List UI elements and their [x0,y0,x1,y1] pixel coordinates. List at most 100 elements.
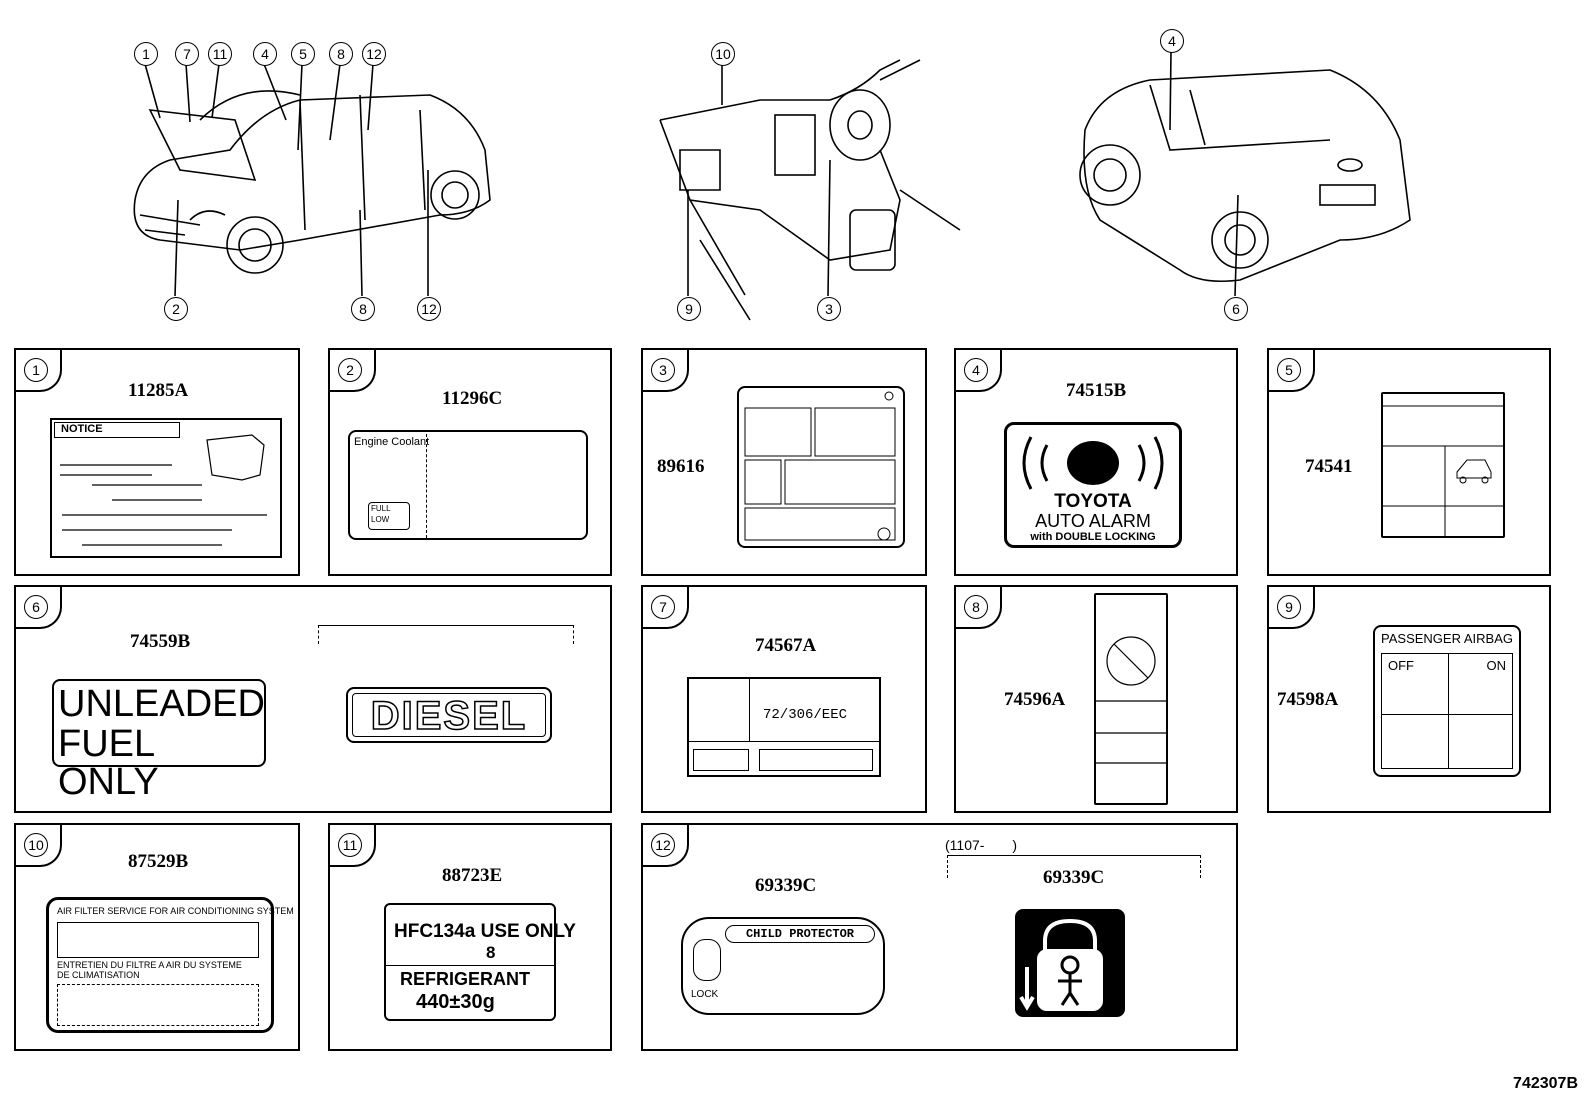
unleaded-fuel-label: UNLEADED FUEL ONLY [52,679,266,801]
panel-8: 8 74596A [954,585,1238,813]
part-number: 11285A [128,380,189,401]
emission-text: 72/306/EEC [763,707,848,723]
callout-11: 11 [208,42,232,66]
no-rear-facing-seat-icon [1096,636,1166,764]
panel-number: 3 [651,358,675,382]
callout-1: 1 [134,42,158,66]
panel-7: 7 74567A 72/306/EEC [641,585,927,813]
panel-number: 10 [24,833,48,857]
panel-11: 11 88723E HFC134a USE ONLY 8 REFRIGERANT… [328,823,612,1051]
panel-number: 6 [24,595,48,619]
production-range: (1107- ) [945,837,1018,853]
panel-number: 11 [338,833,362,857]
child-lock-icon [1015,909,1125,1017]
interior-dashboard-drawing [659,59,961,321]
airbag-sunvisor-label [1094,593,1168,805]
airbag-warning-label [737,386,905,548]
callout-4: 4 [253,42,277,66]
rear-car-drawing [1079,69,1411,283]
panel-12: 12 69339C (1107- ) 69339C CHILD PROTECTO… [641,823,1238,1051]
panel-number: 7 [651,595,675,619]
notice-heading: NOTICE [54,422,180,438]
part-number-2: 69339C [1043,867,1105,888]
air-filter-label: AIR FILTER SERVICE FOR AIR CONDITIONING … [46,897,294,1033]
part-number: 74515B [1066,380,1127,401]
part-number: 87529B [128,851,189,872]
callout-8b: 8 [351,297,375,321]
callout-10: 10 [711,42,735,66]
panel-9: 9 74598A PASSENGER AIRBAG OFF ON [1267,585,1551,813]
loading-info-graphics [1383,405,1503,536]
notice-graphics [60,434,267,546]
child-protector-label: CHILD PROTECTOR LOCK [681,917,885,1015]
panel-5: 5 74541 [1267,348,1551,576]
auto-alarm-label: TOYOTA AUTO ALARM with DOUBLE LOCKING [1004,422,1182,548]
airbag-off: OFF [1388,658,1414,673]
diesel-label: DIESEL [346,687,552,743]
part-number: 74541 [1305,456,1353,477]
callout-12b: 12 [417,297,441,321]
passenger-airbag-label: PASSENGER AIRBAG OFF ON [1373,625,1521,777]
alarm-line3: with DOUBLE LOCKING [1030,531,1156,543]
vehicle-overview-illustration [133,51,1411,321]
airbag-on: ON [1486,658,1507,673]
unleaded-line1: UNLEADED [58,683,265,725]
panel-number: 2 [338,358,362,382]
lock-text: LOCK [691,989,719,1000]
unleaded-line2: FUEL ONLY [58,723,159,803]
filter-line3: DE CLIMATISATION [57,970,140,980]
low-mark: LOW [371,515,390,524]
coolant-title: Engine Coolant [354,436,430,448]
panel-3: 3 89616 [641,348,927,576]
alarm-siren-icon [1022,436,1164,490]
refrigerant-line2: 8 [486,943,496,962]
callout-8: 8 [329,42,353,66]
callout-6: 6 [1224,297,1248,321]
panel-4: 4 74515B TOYOTA AUTO ALARM with DOUBLE L… [954,348,1238,576]
panel-number: 5 [1277,358,1301,382]
refrigerant-label: HFC134a USE ONLY 8 REFRIGERANT 440±30g [384,903,576,1021]
part-number: 74559B [130,631,191,652]
panel-number: 8 [964,595,988,619]
part-number: 88723E [442,865,503,886]
panel-2: 2 11296C Engine Coolant FULL LOW [328,348,612,576]
part-number: 89616 [657,456,705,477]
refrigerant-line4: 440±30g [416,991,495,1013]
part-number: 74567A [755,635,817,656]
part-number: 11296C [442,388,503,409]
panel-10: 10 87529B AIR FILTER SERVICE FOR AIR CON… [14,823,300,1051]
filter-line1: AIR FILTER SERVICE FOR AIR CONDITIONING … [57,906,294,916]
airbag-warning-graphics [744,391,896,541]
loading-info-label [1381,392,1505,538]
diesel-text: DIESEL [352,693,546,739]
callout-5: 5 [291,42,315,66]
airbag-title: PASSENGER AIRBAG [1381,631,1513,646]
front-car-drawing [133,90,491,274]
callout-9: 9 [677,297,701,321]
panel-number: 9 [1277,595,1301,619]
panel-1: 1 11285A NOTICE [14,348,300,576]
callout-12: 12 [362,42,386,66]
engine-coolant-label: Engine Coolant FULL LOW [348,430,588,540]
diagram-code: 742307B [1513,1075,1578,1092]
emission-label: 72/306/EEC [687,677,881,777]
callout-4-rear: 4 [1160,29,1184,53]
notice-label: NOTICE [50,418,282,558]
callout-3: 3 [817,297,841,321]
panel-number: 1 [24,358,48,382]
panel-6: 6 74559B UNLEADED FUEL ONLY DIESEL [14,585,612,813]
callout-2: 2 [164,297,188,321]
part-number: 69339C [755,875,817,896]
full-mark: FULL [371,504,391,513]
callout-7: 7 [175,42,199,66]
panel-number: 12 [651,833,675,857]
alarm-line1: TOYOTA [1054,491,1132,512]
part-number: 74598A [1277,689,1339,710]
filter-line2: ENTRETIEN DU FILTRE A AIR DU SYSTEME [57,960,242,970]
child-protector-text: CHILD PROTECTOR [725,925,875,943]
panel-number: 4 [964,358,988,382]
refrigerant-line3: REFRIGERANT [400,969,530,989]
refrigerant-line1: HFC134a USE ONLY [394,921,576,942]
alarm-line2: AUTO ALARM [1035,511,1151,531]
part-number: 74596A [1004,689,1066,710]
